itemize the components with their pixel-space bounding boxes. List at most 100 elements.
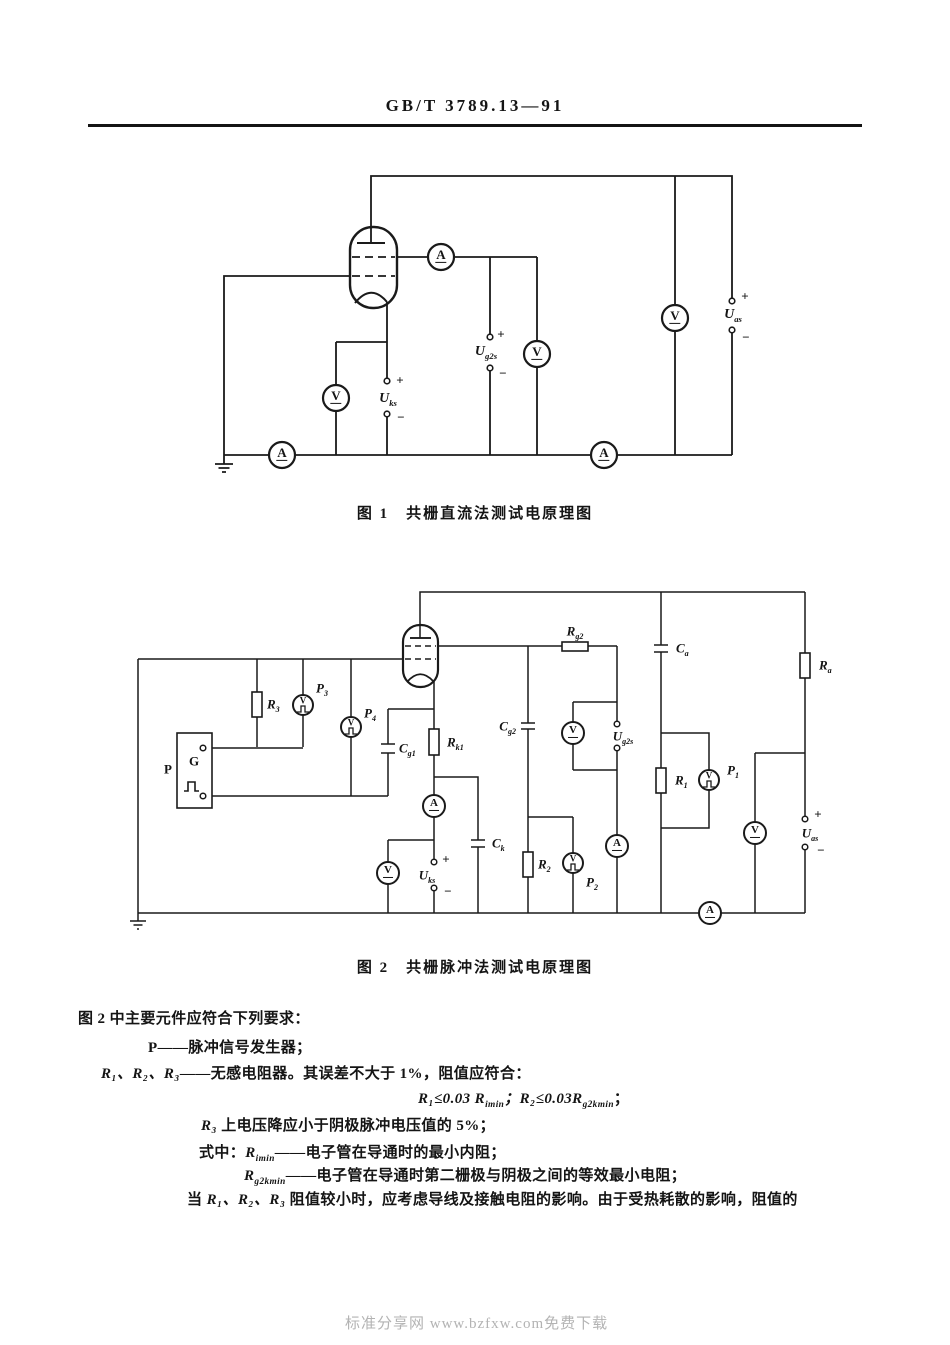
page-title: GB/T 3789.13—91: [385, 96, 565, 115]
pulse-generator-box: [176, 732, 213, 809]
plus-sign: +: [741, 288, 749, 304]
label-cg1: Cg1: [399, 740, 416, 759]
voltmeter-letter: V: [568, 723, 578, 738]
pulse-voltmeter-p3: [292, 694, 314, 716]
label-p1: P1: [727, 762, 739, 781]
watermark: 标准分享网 www.bzfxw.com免费下载: [345, 1316, 609, 1332]
minus-sign: −: [817, 842, 825, 858]
fig2-terminals: [199, 720, 809, 892]
fig2-voltmeter-cathode: [376, 861, 400, 885]
ammeter-letter: A: [705, 903, 715, 918]
resistor-ra: [799, 652, 811, 679]
fig2-ammeter-anode: [698, 901, 722, 925]
fig1-ground-icon: [215, 455, 233, 473]
fig1-circuit: [215, 175, 736, 473]
contact-resistance-note-line: 当 R₁、R₂、R₃ 阻值较小时，应考虑导线及接触电阻的影响。由于受热耗散的影响…: [187, 1192, 798, 1208]
pulse-voltmeter-p2: [562, 852, 584, 874]
ammeter-letter: A: [435, 246, 447, 263]
plus-sign: +: [497, 326, 505, 342]
fig1-ammeter-cathode: [267, 440, 297, 470]
label-uas-fig2: Uas: [801, 825, 819, 844]
fig2-ammeter-g2: [605, 834, 629, 858]
label-r2: R2: [538, 856, 551, 875]
plus-sign: +: [814, 806, 822, 822]
resistance-formula: R₁≤0.03 Rimin；R₂≤0.03Rg2kmin；: [418, 1091, 630, 1110]
label-ug2s-fig1: Ug2s: [474, 344, 498, 361]
label-p2: P2: [586, 874, 598, 893]
pulse-voltmeter-letter: V: [347, 717, 355, 728]
fig1-caption: 图 1 共栅直流法测试电原理图: [356, 506, 594, 522]
pulse-voltmeter-letter: V: [705, 770, 713, 781]
fig1-ammeter-screen: [426, 242, 456, 272]
resistor-r1: [655, 767, 667, 794]
label-rk1: Rk1: [447, 734, 464, 753]
plus-sign: +: [442, 851, 450, 867]
label-cg2: Cg2: [499, 718, 516, 737]
definition-resistors-line: R₁、R₂、R₃——无感电阻器。其误差不大于 1%，阻值应符合：: [101, 1066, 531, 1082]
fig2-vacuum-tube: [401, 623, 440, 689]
fig2-voltmeter-g2: [561, 721, 585, 745]
fig1-meter-circles: [267, 242, 690, 470]
pulse-meter-waveform-icons: [297, 705, 715, 871]
resistor-r3: [251, 691, 263, 718]
voltmeter-letter: V: [330, 387, 342, 404]
fig1-vacuum-tube: [348, 225, 399, 310]
ammeter-letter: A: [598, 444, 610, 461]
minus-sign: −: [397, 409, 405, 425]
voltmeter-letter: V: [750, 823, 760, 838]
fig2-ammeter-cathode: [422, 794, 446, 818]
requirements-intro-line: 图 2 中主要元件应符合下列要求：: [78, 1011, 310, 1027]
fig1-voltmeter-cathode: [321, 383, 351, 413]
fig2-circuit: [130, 591, 811, 930]
ammeter-letter: A: [612, 836, 622, 851]
resistor-rk1: [428, 728, 440, 756]
fig1-wires: [215, 175, 733, 473]
label-p4: P4: [364, 705, 376, 724]
pulse-voltmeter-letter: V: [299, 695, 307, 706]
voltmeter-letter: V: [383, 863, 393, 878]
where-rimin-line: 式中：Rimin——电子管在导通时的最小内阻；: [199, 1145, 506, 1164]
fig1-ammeter-anode: [589, 440, 619, 470]
fig2-voltmeter-anode: [743, 821, 767, 845]
fig2-ground-icon: [130, 913, 146, 930]
fig2-wires: [130, 591, 806, 930]
label-uks-fig2: Uks: [418, 867, 436, 886]
fig2-meter-circles: [292, 694, 767, 925]
fig2-resistors: [251, 641, 811, 878]
resistor-r2: [522, 851, 534, 878]
label-generator-g: G: [188, 753, 200, 769]
label-rg2: Rg2: [566, 623, 584, 642]
minus-sign: −: [742, 329, 750, 345]
minus-sign: −: [499, 365, 507, 381]
label-r3: R3: [267, 696, 280, 715]
pulse-voltmeter-p1: [698, 769, 720, 791]
ammeter-letter: A: [429, 796, 439, 811]
voltmeter-letter: V: [531, 343, 543, 360]
fig1-terminals: [383, 297, 736, 418]
pulse-voltmeter-letter: V: [569, 853, 577, 864]
label-r1: R1: [675, 772, 688, 791]
label-ca: Ca: [676, 640, 689, 659]
label-ck: Ck: [492, 835, 505, 854]
fig2-caption: 图 2 共栅脉冲法测试电原理图: [356, 960, 594, 976]
plus-sign: +: [396, 372, 404, 388]
r3-voltage-drop-line: R₃ 上电压降应小于阴极脉冲电压值的 5%；: [201, 1118, 496, 1134]
label-generator-p: P: [164, 761, 172, 777]
minus-sign: −: [444, 883, 452, 899]
rg2kmin-definition-line: Rg2kmin——电子管在导通时第二栅极与阴极之间的等效最小电阻；: [244, 1168, 687, 1187]
voltmeter-letter: V: [669, 307, 681, 324]
label-uks-fig1: Uks: [379, 391, 397, 408]
ammeter-letter: A: [276, 444, 288, 461]
header-rule: [88, 124, 862, 127]
label-p3: P3: [316, 680, 328, 699]
resistor-rg2: [561, 641, 589, 652]
fig1-voltmeter-g2: [522, 339, 552, 369]
definition-p-line: P——脉冲信号发生器；: [148, 1040, 312, 1056]
label-ug2s-fig2: Ug2s: [612, 728, 634, 747]
pulse-voltmeter-p4: [340, 716, 362, 738]
label-uas-fig1: Uas: [724, 307, 742, 324]
label-ra: Ra: [819, 657, 832, 676]
pulse-waveform-icon: [184, 781, 199, 792]
